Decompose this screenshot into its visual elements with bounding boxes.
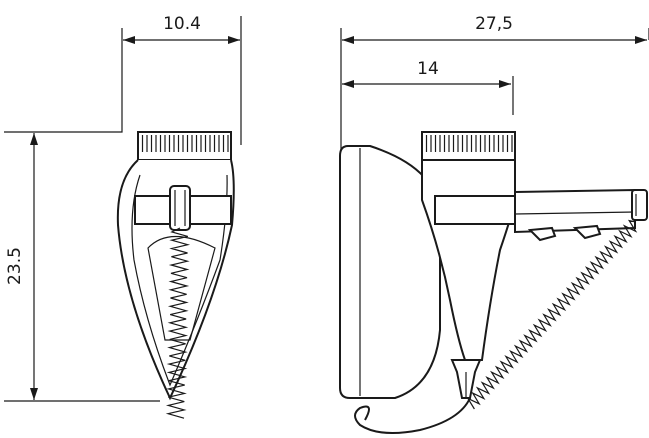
front-width-label: 10.4	[163, 14, 201, 34]
side-cord-connector	[631, 189, 648, 221]
side-arm	[514, 188, 636, 234]
side-band	[434, 195, 516, 225]
side-total-width-label: 27,5	[475, 14, 513, 34]
side-arm-clip-2	[572, 224, 602, 240]
front-height-label: 23.5	[5, 247, 25, 285]
front-cap-ribs	[141, 135, 229, 152]
front-cap	[137, 131, 232, 161]
side-view	[339, 28, 649, 435]
front-teardrop-inner	[131, 174, 228, 387]
front-width-extension-left	[4, 28, 123, 133]
side-arm-line	[514, 211, 636, 215]
side-partial-width-label: 14	[417, 59, 439, 79]
side-cap-ribs	[425, 135, 513, 152]
front-view	[4, 16, 242, 419]
side-coiled-cord	[466, 219, 638, 410]
front-clip	[169, 185, 191, 231]
side-cap	[421, 131, 516, 161]
front-handle-taper	[147, 236, 216, 341]
side-cord-loop	[354, 397, 471, 435]
side-arm-clip-1	[527, 226, 557, 242]
front-coiled-cord	[165, 227, 191, 419]
